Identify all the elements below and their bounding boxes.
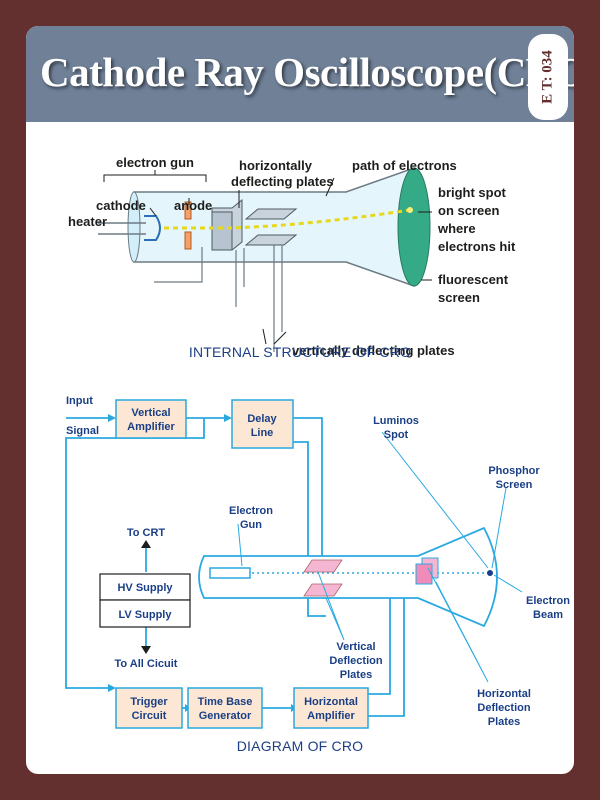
label-timebase-2: Generator [199, 710, 252, 722]
luminous-spot [487, 570, 493, 576]
code-badge-text: E T: 034 [539, 50, 556, 104]
vertical-deflection-plate-top [303, 559, 343, 573]
label-luminos: Luminos [373, 415, 419, 427]
label-timebase-1: Time Base [198, 696, 253, 708]
label-fluorescent: fluorescent [438, 272, 509, 287]
wire-delay-plates [293, 417, 323, 569]
label-hv-supply: HV Supply [117, 582, 173, 594]
label-screen: screen [438, 290, 480, 305]
label-bright-spot-1: bright spot [438, 185, 507, 200]
label-input: Input [66, 395, 93, 407]
label-electron-beam-1: Electron [526, 595, 570, 607]
block-diagram: Input Signal Vertical Amplifier Delay Li… [65, 395, 570, 729]
label-phosphor: Phosphor [488, 465, 540, 477]
label-hdp-2: Deflection [477, 702, 530, 714]
label-trigger-1: Trigger [130, 696, 168, 708]
trigger-circuit-box [115, 687, 183, 729]
page-title: Cathode Ray Oscilloscope(CRO) [40, 49, 574, 95]
label-delay-1: Delay [247, 413, 277, 425]
cathode-shape [144, 215, 161, 241]
title-banner: Cathode Ray Oscilloscope(CRO) E T: 034 [26, 26, 574, 122]
code-badge: E T: 034 [528, 34, 568, 120]
label-electron-gun-2: Gun [240, 519, 262, 531]
label-cathode: cathode [96, 198, 146, 213]
label-electron-beam-2: Beam [533, 609, 563, 621]
label-anode: anode [174, 198, 212, 213]
crt-outline [198, 526, 498, 628]
label-hdp-1: Horizontal [477, 688, 531, 700]
caption-internal-structure: INTERNAL STRUCTURE OF CRO [188, 344, 412, 360]
anode-bottom [184, 231, 192, 250]
fluorescent-screen-shape [397, 167, 431, 287]
label-electron-gun: electron gun [116, 155, 194, 170]
label-heater: heater [68, 214, 107, 229]
caption-diagram-of-cro: DIAGRAM OF CRO [236, 738, 364, 754]
bright-spot [407, 207, 413, 213]
label-hdp-3: Plates [488, 716, 520, 728]
label-horiz-amp-2: Amplifier [307, 710, 355, 722]
label-screen: Screen [496, 479, 533, 491]
label-vdp-1: Vertical [336, 641, 375, 653]
label-delay-2: Line [251, 427, 274, 439]
label-path-of-electrons: path of electrons [352, 158, 457, 173]
anode-top [184, 201, 192, 220]
electron-gun-shape [209, 567, 251, 579]
heater-wire [98, 222, 146, 235]
label-trigger-2: Circuit [132, 710, 167, 722]
label-deflecting-plates: deflecting plates [231, 174, 334, 189]
wire-to-trigger [65, 418, 205, 689]
label-signal: Signal [66, 425, 99, 437]
vertical-amplifier-box [115, 399, 187, 439]
internal-structure-diagram: electron gun cathode anode horizontally … [68, 155, 516, 358]
label-vertical-amp-2: Amplifier [127, 421, 175, 433]
electron-path [164, 208, 411, 230]
label-bright-spot-2: on screen [438, 203, 499, 218]
delay-line-box [231, 399, 294, 449]
label-vertically-deflecting-plates: vertically deflecting plates [292, 343, 455, 358]
label-spot: Spot [384, 429, 409, 441]
hv-supply-box [99, 573, 191, 601]
horizontal-amplifier-box [293, 687, 369, 729]
label-vdp-2: Deflection [329, 655, 382, 667]
label-horizontally: horizontally [239, 158, 313, 173]
label-vdp-3: Plates [340, 669, 372, 681]
label-to-all-circuit: To All Cicuit [115, 658, 178, 670]
label-horiz-amp-1: Horizontal [304, 696, 358, 708]
label-electron-gun-1: Electron [229, 505, 273, 517]
label-vertical-amp-1: Vertical [131, 407, 170, 419]
label-bright-spot-3: where [437, 221, 476, 236]
label-to-crt: To CRT [127, 527, 166, 539]
lv-supply-box [99, 599, 191, 628]
poster-card: Cathode Ray Oscilloscope(CRO) E T: 034 e… [26, 26, 574, 774]
label-bright-spot-4: electrons hit [438, 239, 516, 254]
vertical-deflection-plate-bottom [303, 583, 343, 597]
horizontal-deflection-plate-front [415, 563, 433, 585]
vertical-plate-bottom [244, 234, 298, 246]
vertical-plate-top [244, 208, 298, 220]
label-lv-supply: LV Supply [119, 609, 173, 621]
time-base-generator-box [187, 687, 263, 729]
